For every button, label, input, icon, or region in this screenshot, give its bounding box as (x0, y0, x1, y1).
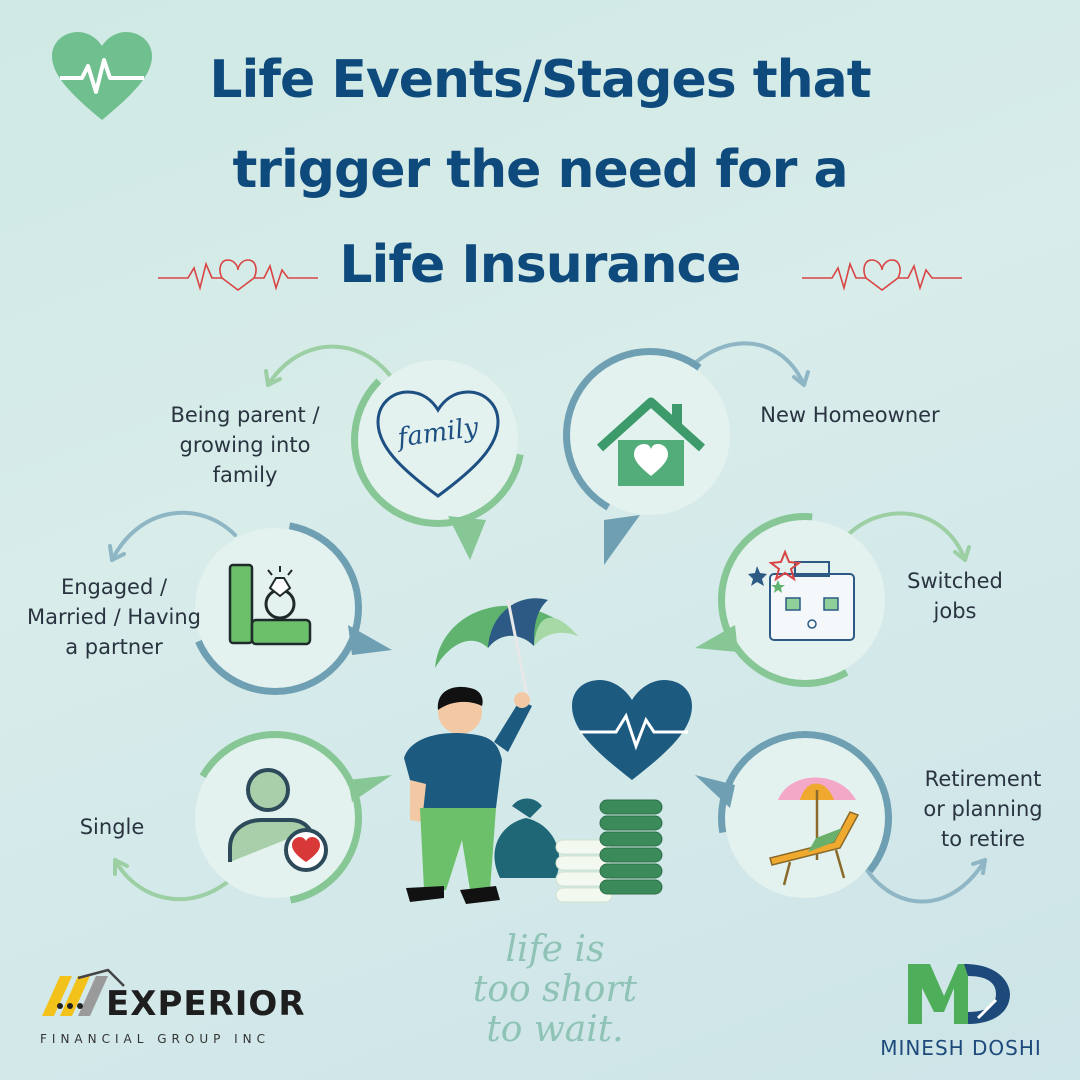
beach-chair-icon (769, 777, 860, 886)
bubble-home (562, 348, 737, 565)
pulse-heart-right-icon (802, 259, 962, 292)
arrow-jobs (843, 511, 967, 562)
label-family: Being parent / growing into family (170, 403, 320, 487)
house-heart-icon (596, 397, 706, 486)
person-heart-icon (228, 768, 328, 872)
title-line-3: Life Insurance (339, 235, 741, 295)
title-line-2: trigger the need for a (232, 140, 848, 200)
minesh-name: MINESH DOSHI (880, 1036, 1042, 1060)
arrow-single (113, 858, 242, 902)
md-logo-icon (908, 964, 1010, 1024)
label-jobs: Switched jobs (907, 569, 1003, 623)
minesh-doshi-logo: MINESH DOSHI (876, 958, 1046, 1068)
arrow-married (110, 510, 237, 562)
arrow-family (266, 344, 394, 387)
bubble-retire (695, 731, 892, 906)
star-icon (771, 580, 785, 593)
star-icon (768, 549, 802, 582)
life-events-diagram (108, 341, 987, 906)
label-married: Engaged / Married / Having a partner (27, 575, 201, 659)
arrow-retire (860, 858, 987, 904)
bubble-single (188, 731, 392, 906)
star-icon (748, 566, 767, 586)
label-home: New Homeowner (760, 403, 940, 427)
title-line-1: Life Events/Stages that (209, 50, 871, 110)
experior-logo-icon (42, 968, 125, 1016)
label-single: Single (79, 815, 145, 839)
label-retire: Retirement or planning to retire (923, 767, 1043, 851)
slogan: life is too short to wait. (472, 929, 638, 1050)
experior-subtitle: FINANCIAL GROUP INC (40, 1032, 271, 1046)
pulse-heart-left-icon (158, 259, 318, 292)
person-umbrella-illustration (404, 598, 692, 904)
bubble-married (188, 521, 392, 695)
experior-name: EXPERIOR (106, 984, 306, 1024)
heart-pulse-icon (52, 32, 152, 120)
briefcase-icon (769, 561, 855, 641)
bubble-family (351, 353, 525, 560)
experior-logo: EXPERIOR FINANCIAL GROUP INC (38, 962, 318, 1052)
bubble-jobs (695, 513, 892, 687)
ring-box-icon (228, 563, 312, 646)
